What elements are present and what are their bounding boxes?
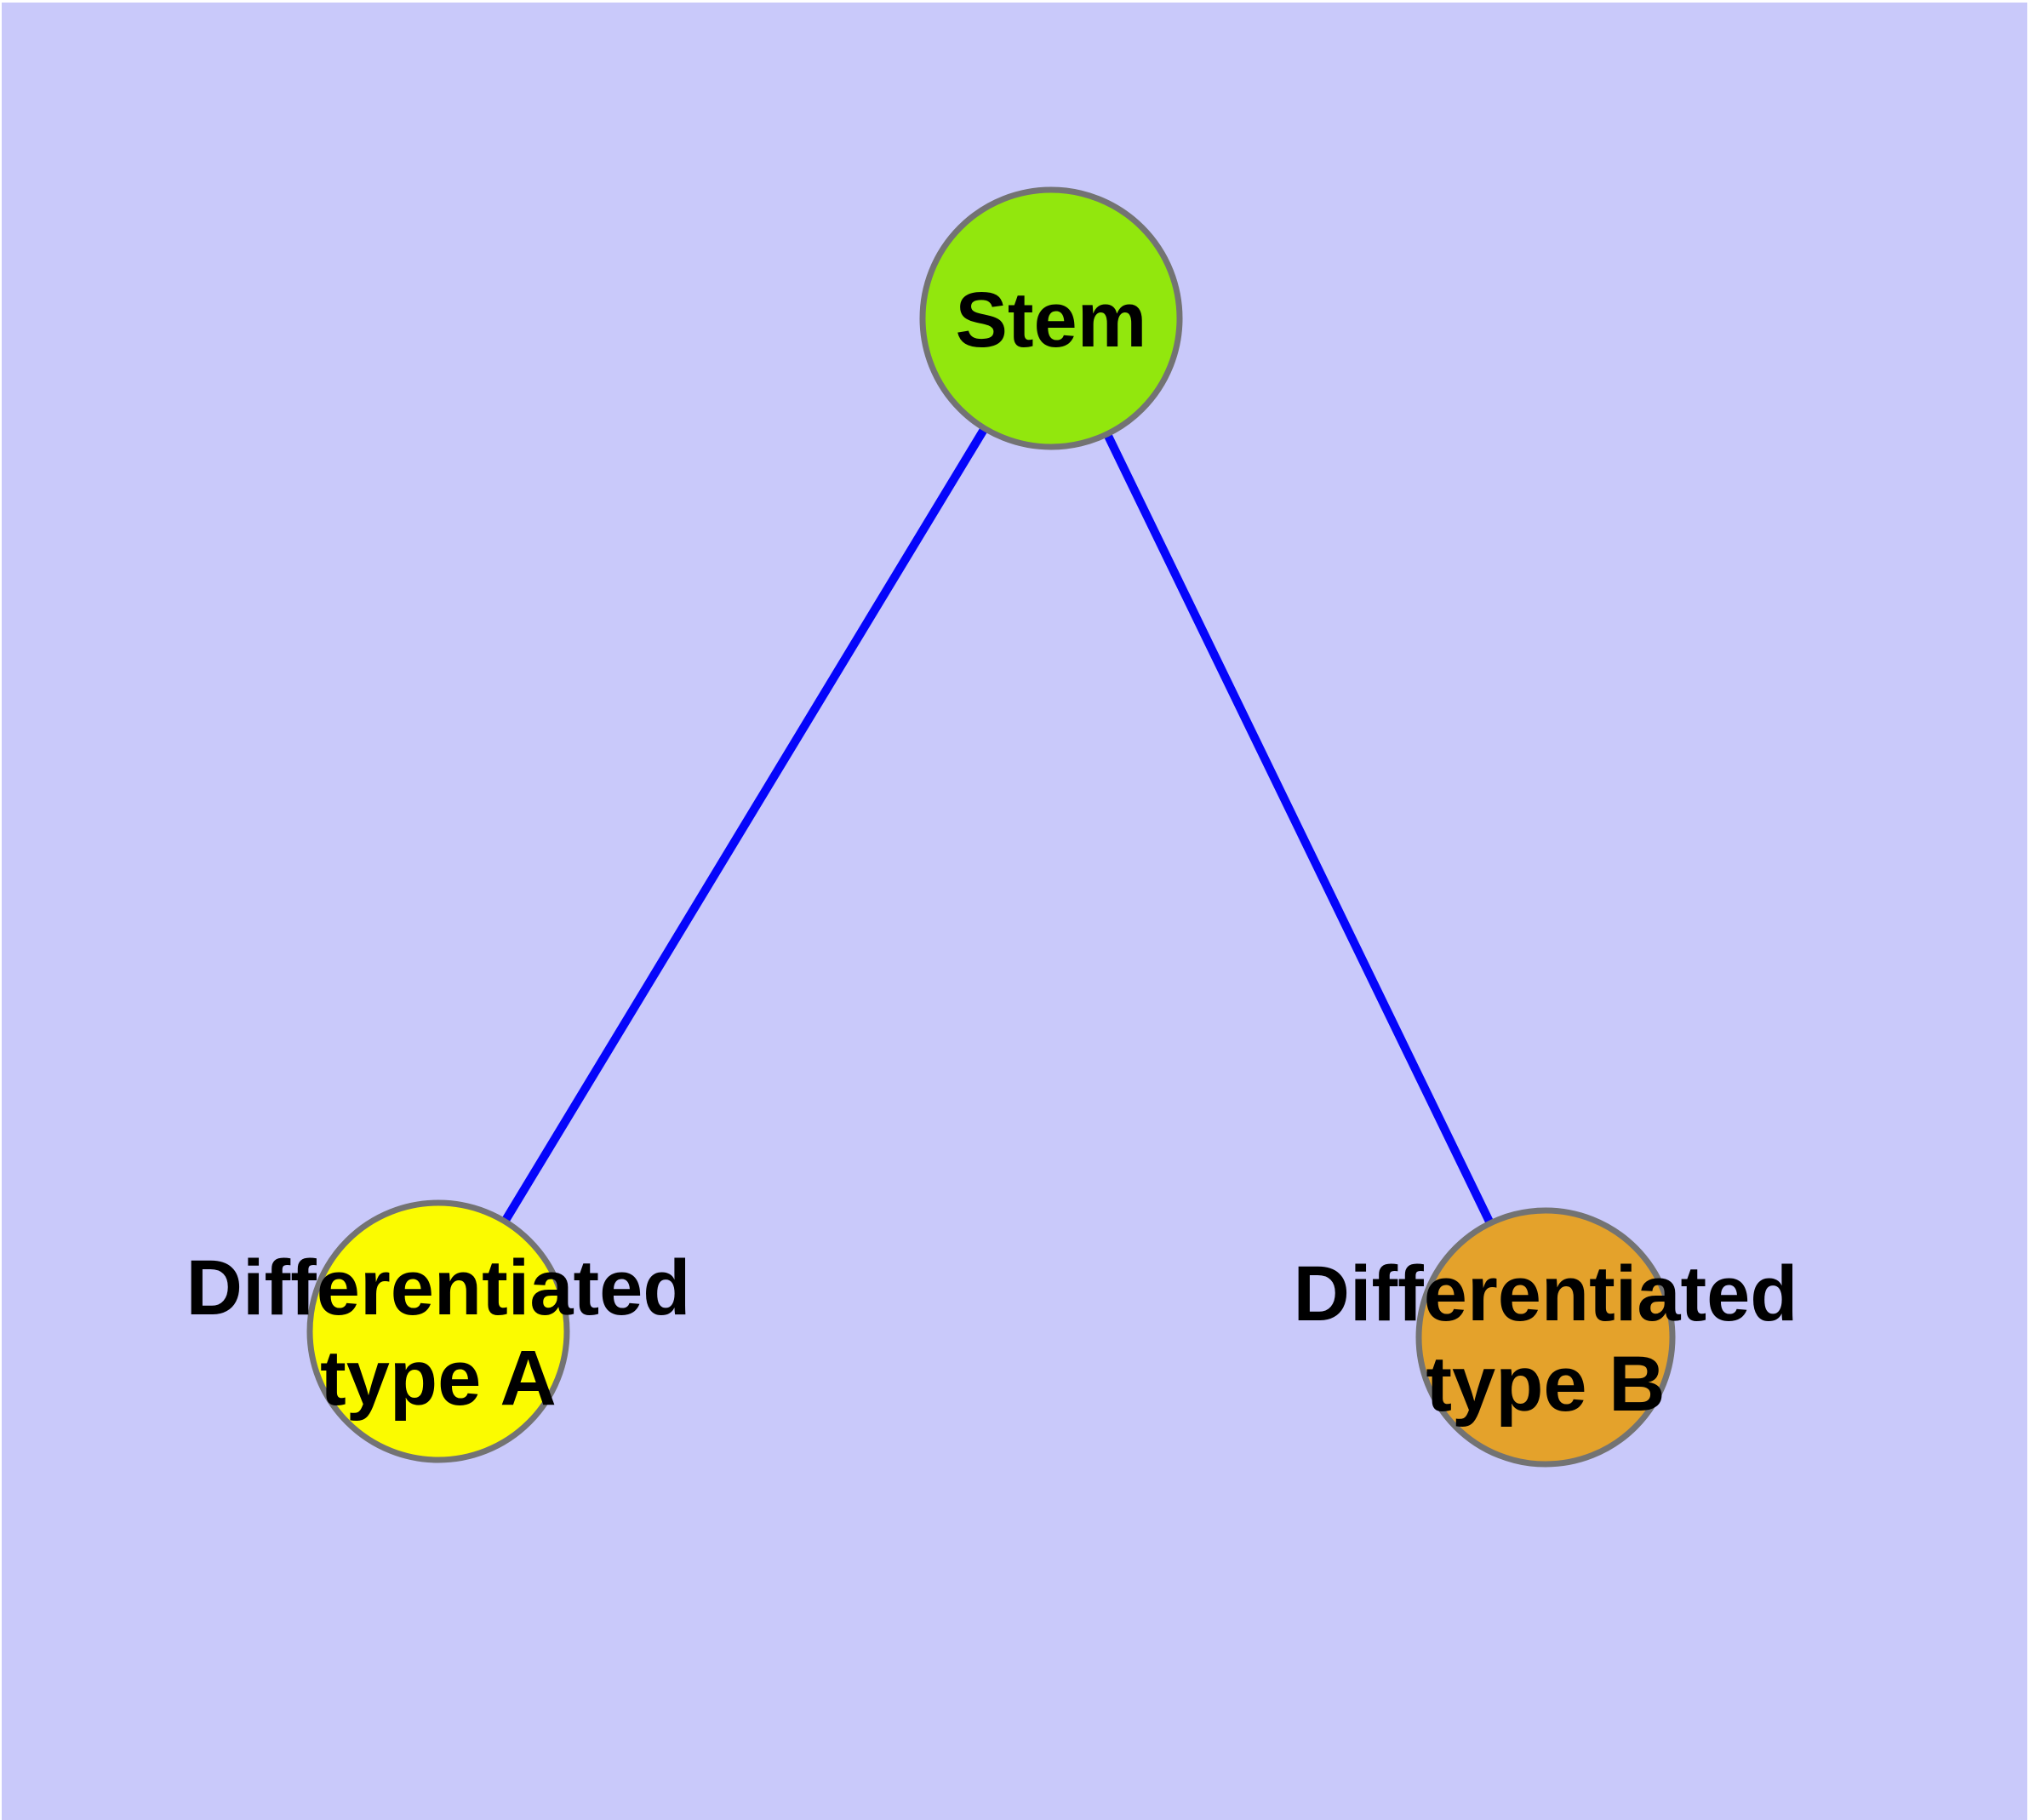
edge-stem-to-differentiated-type-a — [434, 316, 1055, 1334]
node-label-line: type A — [320, 1335, 557, 1422]
node-label-stem: Stem — [956, 277, 1147, 363]
edge-stem-to-differentiated-type-b — [1047, 316, 1550, 1340]
node-stem — [919, 186, 1183, 450]
node-label-line: Differentiated — [186, 1245, 691, 1331]
node-label-line: Differentiated — [1294, 1251, 1798, 1337]
node-label-line: type B — [1426, 1341, 1665, 1428]
node-label-line: Stem — [956, 277, 1147, 363]
node-differentiated-type-b — [1415, 1207, 1676, 1468]
node-differentiated-type-a — [306, 1199, 570, 1463]
